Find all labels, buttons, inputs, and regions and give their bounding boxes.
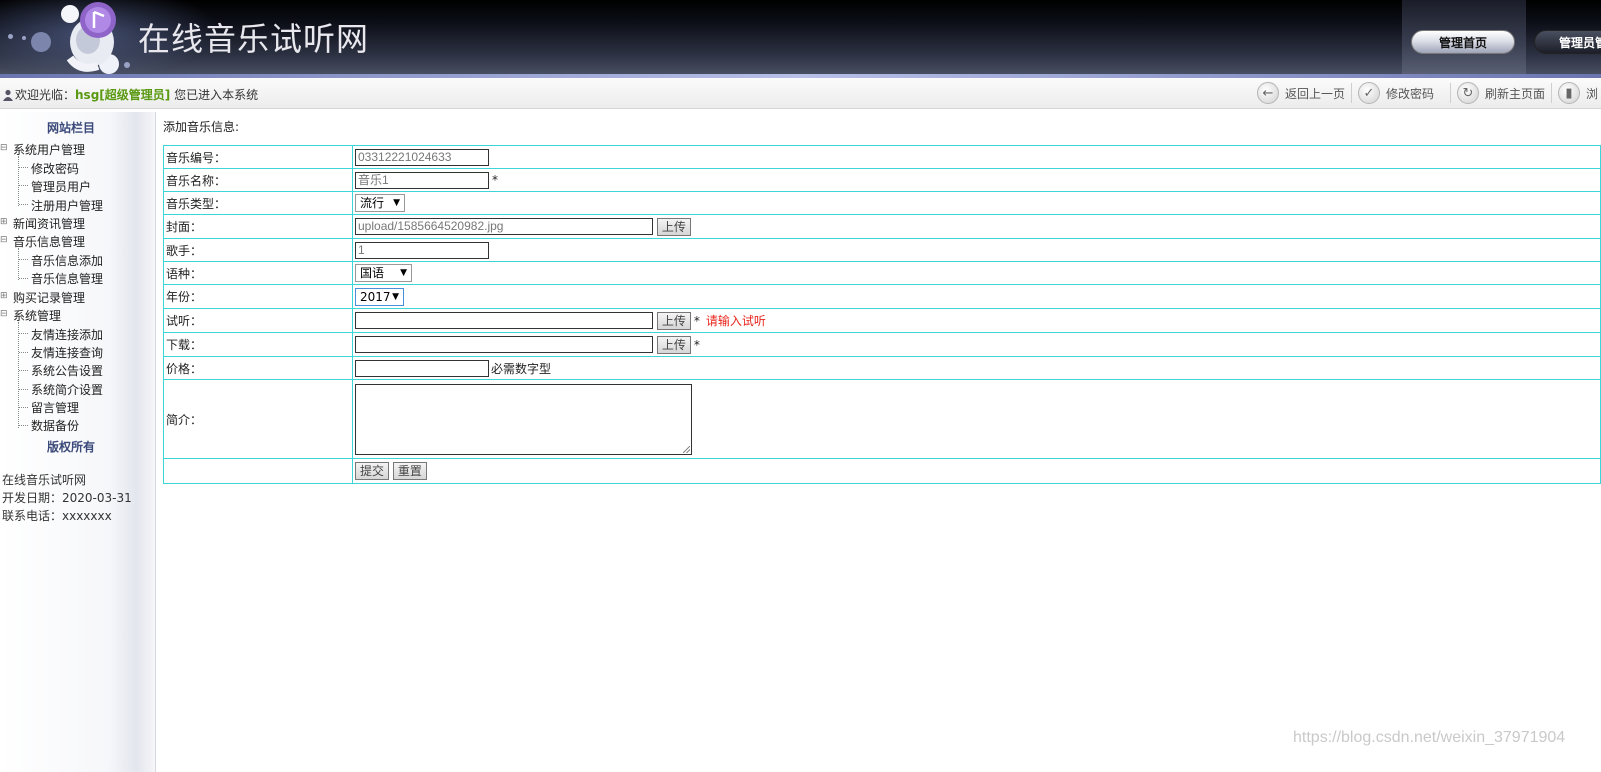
price-hint: 必需数字型 [491, 361, 552, 376]
sidebar-group-music-management[interactable]: 音乐信息管理 [13, 235, 86, 249]
refresh-icon: ↻ [1457, 82, 1479, 104]
form-row: 歌手： 1 [163, 238, 1601, 262]
label-music-name: 音乐名称： [163, 168, 353, 192]
sidebar [0, 112, 156, 772]
sidebar-item-announcement[interactable]: 系统公告设置 [31, 364, 104, 378]
dev-date-info: 开发日期：2020-03-31 [2, 491, 132, 505]
audition-warning: 请输入试听 [705, 314, 766, 328]
collapse-icon[interactable]: ⊟ [0, 309, 8, 319]
label-language: 语种： [163, 261, 353, 285]
cover-input[interactable]: upload/1585664520982.jpg [355, 218, 653, 235]
form-row: 价格： 必需数字型 [163, 356, 1601, 380]
download-upload-button[interactable]: 上传 [656, 335, 691, 354]
browse-button[interactable]: ▮浏 [1558, 81, 1598, 105]
audition-upload-button[interactable]: 上传 [656, 311, 691, 330]
sidebar-item-backup[interactable]: 数据备份 [31, 419, 80, 433]
label-music-type: 音乐类型： [163, 191, 353, 215]
sidebar-item-messages[interactable]: 留言管理 [31, 401, 80, 415]
price-input[interactable] [355, 359, 489, 377]
required-mark: * [492, 173, 498, 187]
current-user: hsg[超级管理员] [75, 88, 171, 102]
collapse-icon[interactable]: ⊟ [0, 143, 8, 153]
check-icon: ✓ [1358, 82, 1380, 104]
sidebar-group-user-management[interactable]: 系统用户管理 [13, 143, 86, 157]
nav-admin-button[interactable]: 管理员管 [1534, 30, 1601, 54]
watermark: https://blog.csdn.net/weixin_37971904 [1293, 729, 1566, 746]
collapse-icon[interactable]: ⊟ [0, 235, 8, 245]
chevron-down-icon: ▼ [400, 268, 407, 278]
sidebar-item-music-add[interactable]: 音乐信息添加 [31, 254, 104, 268]
label-singer: 歌手： [163, 238, 353, 262]
intro-textarea[interactable] [355, 383, 692, 455]
sidebar-item-registered-users[interactable]: 注册用户管理 [31, 199, 104, 213]
sidebar-item-link-query[interactable]: 友情连接查询 [31, 346, 104, 360]
music-no-input[interactable]: 03312221024633 [355, 148, 489, 166]
form-row: 音乐类型： 流行▼ [163, 191, 1601, 215]
form-row: 语种： 国语▼ [163, 261, 1601, 285]
label-year: 年份： [163, 284, 353, 309]
expand-icon[interactable]: ⊞ [0, 217, 8, 227]
form-row: 简介： [163, 379, 1601, 459]
resize-handle-icon[interactable] [683, 445, 690, 453]
site-name-info: 在线音乐试听网 [2, 473, 87, 487]
label-intro: 简介： [163, 379, 353, 459]
back-button[interactable]: ←返回上一页 [1257, 81, 1345, 105]
welcome-bar: 欢迎光临：hsg[超级管理员] 您已进入本系统 ←返回上一页 ✓修改密码 ↻刷新… [0, 78, 1601, 109]
sidebar-group-system-management[interactable]: 系统管理 [13, 309, 62, 323]
label-price: 价格： [163, 356, 353, 380]
label-music-no: 音乐编号： [163, 145, 353, 169]
required-mark: * [693, 313, 700, 328]
bookmark-icon: ▮ [1558, 82, 1580, 104]
sidebar-item-link-add[interactable]: 友情连接添加 [31, 328, 104, 342]
refresh-button[interactable]: ↻刷新主页面 [1457, 81, 1545, 105]
download-input[interactable] [355, 336, 653, 353]
form-row: 音乐编号： 03312221024633 [163, 145, 1601, 169]
label-audition: 试听： [163, 308, 353, 333]
header-banner: 在线音乐试听网 管理首页 管理员管 [0, 0, 1601, 78]
language-select[interactable]: 国语▼ [355, 264, 412, 282]
singer-input[interactable]: 1 [355, 241, 489, 259]
chevron-down-icon: ▼ [392, 291, 399, 302]
form-row: 试听： 上传* 请输入试听 [163, 308, 1601, 333]
sidebar-item-change-password[interactable]: 修改密码 [31, 162, 80, 176]
music-form: 音乐编号： 03312221024633 音乐名称： 音乐1* 音乐类型： 流行… [163, 145, 1601, 484]
site-title: 在线音乐试听网 [138, 20, 370, 58]
sidebar-group-news-management[interactable]: 新闻资讯管理 [13, 217, 86, 231]
reset-button[interactable]: 重置 [392, 462, 427, 480]
sidebar-item-intro-settings[interactable]: 系统简介设置 [31, 383, 104, 397]
expand-icon[interactable]: ⊞ [0, 291, 8, 301]
welcome-message: 欢迎光临：hsg[超级管理员] 您已进入本系统 [2, 86, 258, 103]
user-icon [3, 89, 13, 101]
form-row: 提交 重置 [163, 458, 1601, 484]
year-select[interactable]: 2017▼ [355, 287, 404, 306]
cover-upload-button[interactable]: 上传 [656, 217, 691, 236]
sidebar-item-admin-users[interactable]: 管理员用户 [31, 180, 92, 194]
arrow-left-icon: ← [1257, 82, 1279, 104]
form-row: 年份： 2017▼ [163, 284, 1601, 309]
music-name-input[interactable]: 音乐1 [355, 171, 489, 189]
form-row: 封面： upload/1585664520982.jpg 上传 [163, 214, 1601, 239]
page-title: 添加音乐信息: [163, 120, 240, 134]
audition-input[interactable] [355, 312, 653, 329]
form-row: 音乐名称： 音乐1* [163, 168, 1601, 192]
label-download: 下载： [163, 332, 353, 357]
copyright-heading: 版权所有 [46, 440, 95, 454]
sidebar-item-music-manage[interactable]: 音乐信息管理 [31, 272, 104, 286]
logo-icon [61, 2, 116, 72]
chevron-down-icon: ▼ [393, 198, 400, 208]
sidebar-group-purchase-records[interactable]: 购买记录管理 [13, 291, 86, 305]
required-mark: * [693, 337, 700, 352]
label-cover: 封面： [163, 214, 353, 239]
submit-button[interactable]: 提交 [355, 462, 390, 480]
music-type-select[interactable]: 流行▼ [355, 194, 405, 212]
change-password-button[interactable]: ✓修改密码 [1358, 81, 1434, 105]
contact-info: 联系电话：xxxxxxx [2, 509, 112, 523]
sidebar-heading: 网站栏目 [46, 121, 95, 135]
form-row: 下载： 上传* [163, 332, 1601, 357]
nav-home-button[interactable]: 管理首页 [1411, 30, 1515, 54]
